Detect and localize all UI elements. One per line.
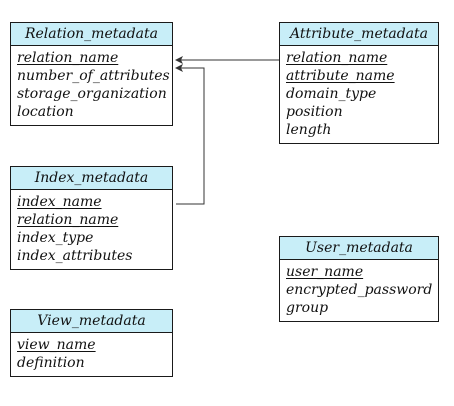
attribute-number-of-attributes: number_of_attributes bbox=[17, 68, 170, 84]
attribute-index-attributes: index_attributes bbox=[17, 248, 133, 264]
user-metadata-table: User_metadata user_name encrypted_passwo… bbox=[279, 236, 439, 322]
user-metadata-attributes: user_name encrypted_password group bbox=[280, 260, 438, 321]
attribute-relation-name: relation_name bbox=[17, 50, 119, 66]
attribute-location: location bbox=[17, 104, 74, 120]
index-metadata-attributes: index_name relation_name index_type inde… bbox=[11, 190, 172, 269]
attribute-position: position bbox=[286, 104, 343, 120]
attribute-relation-name: relation_name bbox=[17, 212, 119, 228]
attribute-group: group bbox=[286, 300, 329, 316]
attribute-metadata-attributes: relation_name attribute_name domain_type… bbox=[280, 46, 438, 143]
index-metadata-title: Index_metadata bbox=[11, 167, 172, 190]
attribute-length: length bbox=[286, 122, 332, 138]
attribute-view-name: view_name bbox=[17, 337, 96, 353]
attribute-storage-organization: storage_organization bbox=[17, 86, 167, 102]
attribute-index-type: index_type bbox=[17, 230, 94, 246]
view-metadata-title: View_metadata bbox=[11, 310, 172, 333]
view-metadata-table: View_metadata view_name definition bbox=[10, 309, 173, 377]
view-metadata-attributes: view_name definition bbox=[11, 333, 172, 376]
attribute-metadata-title: Attribute_metadata bbox=[280, 23, 438, 46]
attribute-definition: definition bbox=[17, 355, 85, 371]
attribute-user-name: user_name bbox=[286, 264, 364, 280]
relation-metadata-attributes: relation_name number_of_attributes stora… bbox=[11, 46, 172, 125]
attribute-index-name: index_name bbox=[17, 194, 102, 210]
user-metadata-title: User_metadata bbox=[280, 237, 438, 260]
attribute-encrypted-password: encrypted_password bbox=[286, 282, 433, 298]
index-metadata-table: Index_metadata index_name relation_name … bbox=[10, 166, 173, 270]
attribute-attribute-name: attribute_name bbox=[286, 68, 395, 84]
attribute-relation-name: relation_name bbox=[286, 50, 388, 66]
relation-metadata-title: Relation_metadata bbox=[11, 23, 172, 46]
attribute-metadata-table: Attribute_metadata relation_name attribu… bbox=[279, 22, 439, 144]
relation-metadata-table: Relation_metadata relation_name number_o… bbox=[10, 22, 173, 126]
attribute-domain-type: domain_type bbox=[286, 86, 377, 102]
fk-index-to-relation-connector bbox=[175, 64, 205, 205]
